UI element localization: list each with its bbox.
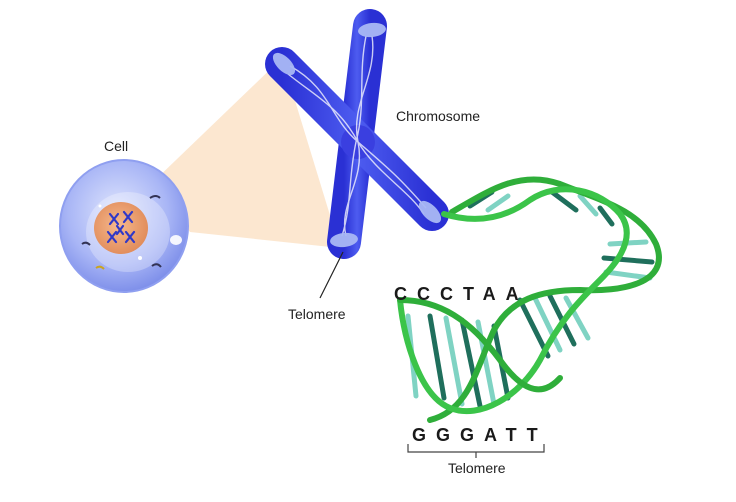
organelle — [149, 195, 161, 199]
vacuole — [170, 235, 182, 245]
nucleus-chromosomes — [106, 210, 136, 244]
sequence-top: CCCTAA — [394, 284, 529, 304]
chromosome-label: Chromosome — [396, 108, 481, 124]
cell-illustration — [59, 159, 189, 293]
telomere-caps — [272, 22, 442, 248]
telomere-bracket — [407, 444, 545, 458]
organelle — [81, 241, 91, 246]
sequence-bottom: GGGATT — [412, 425, 548, 445]
x-chromosome-illustration — [265, 9, 449, 259]
zoom-cone — [150, 58, 340, 248]
cell-label: Cell — [104, 138, 129, 154]
organelle — [151, 263, 162, 268]
telomere-label-left: Telomere — [288, 306, 346, 322]
telomere-label-bottom: Telomere — [448, 460, 506, 476]
organelle — [95, 265, 105, 270]
double-helix-illustration — [397, 176, 662, 423]
telomere-pointer — [319, 251, 344, 299]
